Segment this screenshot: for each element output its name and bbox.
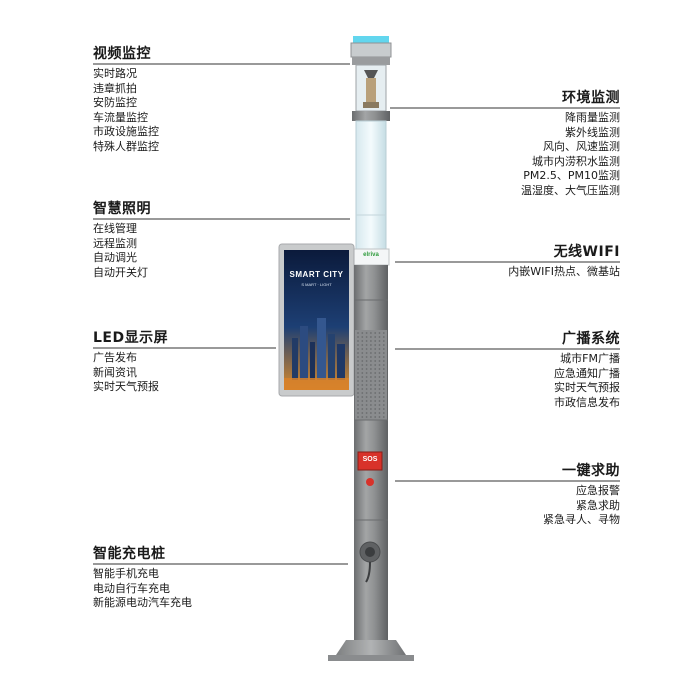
leader-lines [93,63,620,565]
lamp-tube [355,120,387,250]
feature-item: 紧急求助 [576,498,620,512]
top-light [350,36,392,65]
feature-title: 环境监测 [562,90,620,106]
feature-title: 广播系统 [562,331,620,347]
feature-item: 自动调光 [93,251,137,265]
feature-item: 实时路况 [93,67,137,80]
led-billboard [278,243,355,397]
feature-list: 城市FM广播应急通知广播实时天气预报市政信息发布 [554,352,620,410]
feature-item: 紫外线监测 [565,125,620,139]
feature-title: 视频监控 [93,46,151,62]
feature-item: 自动开关灯 [93,265,148,279]
charging-socket [359,541,381,583]
sos-panel [357,451,383,486]
feature-title: 智慧照明 [93,201,151,217]
feature-item: 电动自行车充电 [93,581,170,595]
feature-item: 紧急寻人、寻物 [543,513,620,527]
feature-item: 安防监控 [93,96,137,110]
sos-badge: SOS [362,456,378,463]
feature-item: 新闻资讯 [93,365,137,379]
feature-item: 远程监测 [93,236,137,250]
speaker-grille [355,330,387,420]
feature-one-key-help: 一键求助 应急报警紧急求助紧急寻人、寻物 [543,462,620,528]
feature-list: 广告发布新闻资讯实时天气预报 [93,351,168,395]
feature-led-display: LED显示屏 广告发布新闻资讯实时天气预报 [93,329,168,395]
feature-list: 实时路况违章抓拍安防监控车流量监控市政设施监控特殊人群监控 [93,67,159,155]
feature-item: 城市FM广播 [560,352,620,365]
feature-item: 违章抓拍 [93,81,137,95]
feature-broadcast-system: 广播系统 城市FM广播应急通知广播实时天气预报市政信息发布 [554,330,620,410]
feature-smart-lighting: 智慧照明 在线管理远程监测自动调光自动开关灯 [93,200,151,280]
pole-badge: elriva [363,252,379,258]
feature-title: 智能充电桩 [93,546,166,562]
feature-item: 市政信息发布 [554,395,620,409]
feature-item: 实时天气预报 [554,381,620,395]
feature-list: 内嵌WIFI热点、微基站 [508,265,620,280]
feature-title: LED显示屏 [93,330,169,346]
feature-item: 特殊人群监控 [93,139,159,153]
feature-item: 应急报警 [576,484,620,497]
feature-item: 智能手机充电 [93,567,159,580]
billboard-subline: S MART · LIGHT [301,282,332,287]
feature-title: 一键求助 [562,463,620,479]
feature-item: 应急通知广播 [554,366,620,380]
feature-item: 降雨量监测 [565,111,620,124]
feature-wireless-wifi: 无线WIFI 内嵌WIFI热点、微基站 [508,243,620,280]
feature-item: 新能源电动汽车充电 [93,596,192,610]
feature-list: 应急报警紧急求助紧急寻人、寻物 [543,484,620,528]
feature-video-monitoring: 视频监控 实时路况违章抓拍安防监控车流量监控市政设施监控特殊人群监控 [93,45,159,155]
feature-item: 风向、风速监测 [543,140,620,154]
feature-title: 无线WIFI [553,244,620,260]
feature-item: 温湿度、大气压监测 [521,183,620,197]
feature-item: 车流量监控 [93,110,148,124]
feature-item: 市政设施监控 [93,125,159,139]
feature-item: 城市内涝积水监测 [532,154,620,168]
feature-item: 实时天气预报 [93,380,159,394]
feature-list: 智能手机充电电动自行车充电新能源电动汽车充电 [93,567,192,611]
billboard-headline: SMART CITY [289,270,344,279]
feature-item: 广告发布 [93,351,137,364]
feature-charging-station: 智能充电桩 智能手机充电电动自行车充电新能源电动汽车充电 [93,545,192,611]
pole-base [328,640,414,661]
feature-item: 内嵌WIFI热点、微基站 [508,265,620,278]
feature-list: 在线管理远程监测自动调光自动开关灯 [93,222,151,280]
feature-item: PM2.5、PM10监测 [523,169,620,183]
camera-housing [355,64,387,112]
feature-item: 在线管理 [93,222,137,235]
